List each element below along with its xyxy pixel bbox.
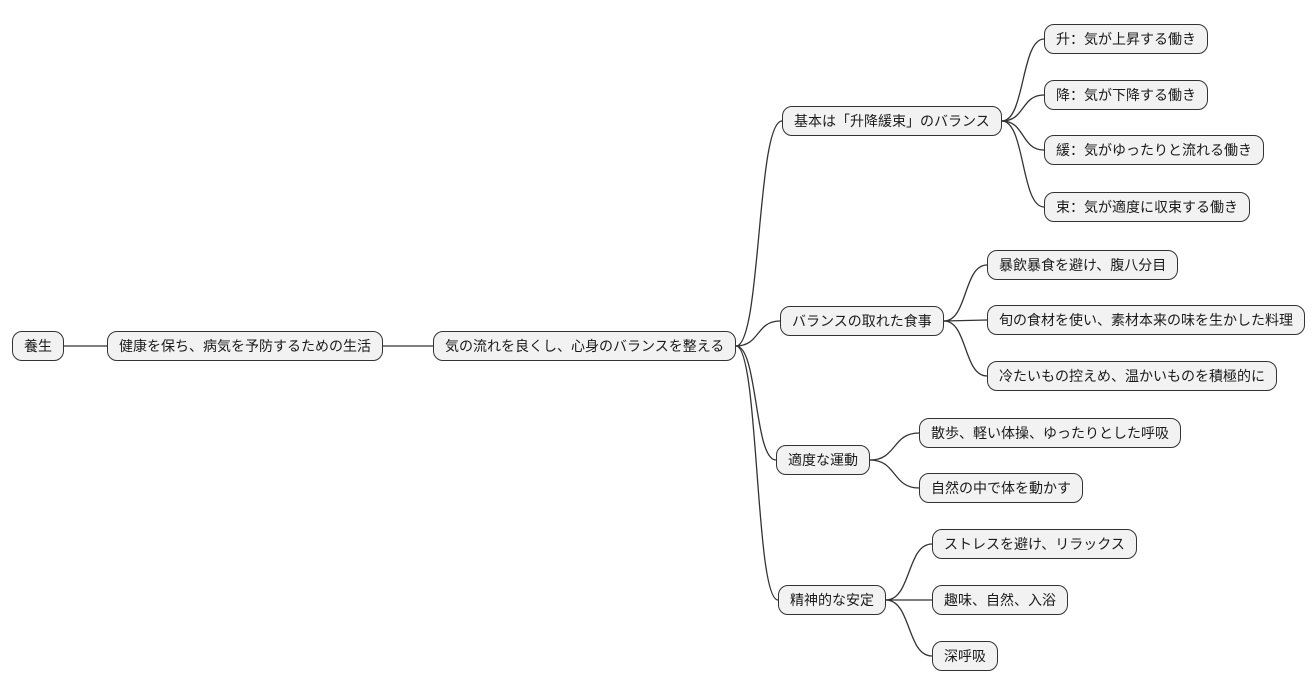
edge-exercise-to-exercise-2 — [869, 459, 920, 489]
node-diet: バランスの取れた食事 — [780, 306, 944, 336]
node-balance: 基本は「升降緩束」のバランス — [782, 106, 1002, 136]
node-label: 旬の食材を使い、素材本来の味を生かした料理 — [999, 312, 1293, 329]
node-root: 養生 — [12, 331, 64, 361]
node-definition: 健康を保ち、病気を予防するための生活 — [107, 331, 383, 361]
node-principle: 気の流れを良くし、心身のバランスを整える — [433, 331, 737, 361]
node-label: ストレスを避け、リラックス — [944, 536, 1125, 553]
edge-exercise-to-exercise-1 — [869, 432, 920, 461]
edge-principle-to-exercise — [735, 345, 777, 461]
node-label: 健康を保ち、病気を予防するための生活 — [119, 338, 371, 355]
node-balance-kan: 緩：気がゆったりと流れる働き — [1044, 135, 1264, 165]
node-exercise-1: 散歩、軽い体操、ゆったりとした呼吸 — [919, 418, 1181, 448]
edge-mental-to-mental-3 — [885, 599, 933, 657]
node-label: 束：気が適度に収束する働き — [1056, 199, 1238, 216]
node-label: 深呼吸 — [944, 648, 986, 665]
node-label: 冷たいもの控えめ、温かいものを積極的に — [999, 368, 1265, 385]
node-label: 気の流れを良くし、心身のバランスを整える — [445, 338, 725, 355]
node-exercise-2: 自然の中で体を動かす — [919, 473, 1083, 503]
edge-principle-to-mental — [735, 345, 779, 601]
node-balance-shou: 升：気が上昇する働き — [1044, 24, 1208, 54]
node-label: バランスの取れた食事 — [792, 313, 932, 330]
edge-diet-to-diet-3 — [943, 320, 988, 377]
node-label: 基本は「升降緩束」のバランス — [794, 113, 990, 130]
edge-balance-to-balance-kan — [1001, 120, 1045, 151]
edge-diet-to-diet-1 — [943, 264, 988, 322]
edge-balance-to-balance-soku — [1001, 120, 1045, 208]
node-label: 降：気が下降する働き — [1056, 87, 1196, 104]
node-diet-2: 旬の食材を使い、素材本来の味を生かした料理 — [987, 305, 1305, 335]
node-label: 自然の中で体を動かす — [931, 480, 1071, 497]
node-mental-2: 趣味、自然、入浴 — [932, 585, 1068, 615]
node-diet-3: 冷たいもの控えめ、温かいものを積極的に — [987, 361, 1277, 391]
edge-diet-to-diet-2 — [943, 319, 988, 322]
node-label: 散歩、軽い体操、ゆったりとした呼吸 — [931, 425, 1169, 442]
node-balance-kou: 降：気が下降する働き — [1044, 80, 1208, 110]
node-label: 養生 — [24, 338, 52, 355]
node-label: 精神的な安定 — [790, 592, 874, 609]
node-exercise: 適度な運動 — [776, 445, 870, 475]
node-label: 緩：気がゆったりと流れる働き — [1056, 142, 1252, 159]
node-label: 暴飲暴食を避け、腹八分目 — [999, 257, 1167, 274]
node-label: 趣味、自然、入浴 — [944, 592, 1056, 609]
node-mental-3: 深呼吸 — [932, 641, 998, 671]
edge-principle-to-diet — [735, 320, 781, 347]
edge-principle-to-balance — [735, 120, 783, 347]
node-label: 適度な運動 — [788, 452, 858, 469]
node-mental-1: ストレスを避け、リラックス — [932, 529, 1137, 559]
edge-mental-to-mental-1 — [885, 543, 933, 601]
node-mental: 精神的な安定 — [778, 585, 886, 615]
node-diet-1: 暴飲暴食を避け、腹八分目 — [987, 250, 1179, 280]
node-balance-soku: 束：気が適度に収束する働き — [1044, 192, 1250, 222]
edge-balance-to-balance-shou — [1001, 38, 1045, 122]
edge-balance-to-balance-kou — [1001, 94, 1045, 122]
node-label: 升：気が上昇する働き — [1056, 31, 1196, 48]
